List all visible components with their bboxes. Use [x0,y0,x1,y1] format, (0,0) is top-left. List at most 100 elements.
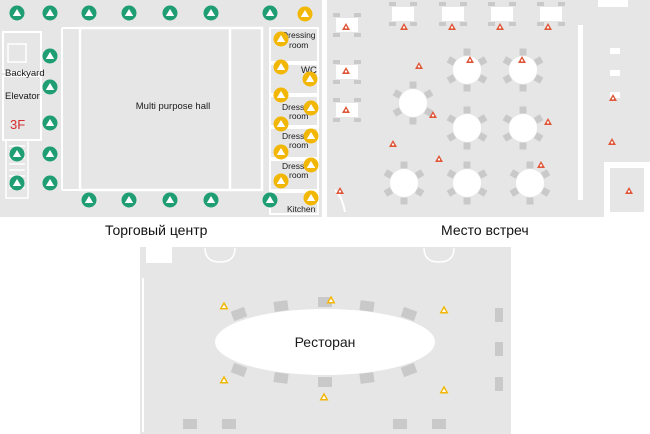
stairs [5,139,29,199]
backyard-room [2,31,42,73]
red-dot-triangle-icon [415,62,423,69]
chair [318,377,332,387]
green-markers [9,5,278,208]
label-dressing-4: Dressing [282,161,316,171]
plan-restaurant: Ресторан [140,247,511,434]
red-dot-triangle-icon [342,67,350,74]
up-arrow-circle-icon [42,115,58,131]
label-dressing-1: Dressing [282,30,316,40]
chair [230,362,248,378]
yellow-triangle-icon [303,157,319,173]
label-multi-purpose-hall: Multi purpose hall [136,101,210,112]
bottom-chair [432,419,446,429]
chair [273,372,289,384]
yellow-triangle-icon [273,31,289,47]
round-table [509,161,551,205]
plan2-room-corner-inner [610,168,644,212]
label-kitchen: Kitchen [287,204,316,214]
yellow-triangle-icon [303,190,319,206]
red-dot-triangle-icon [389,140,397,147]
red-dot-triangle-icon [625,187,633,194]
chair [400,362,418,378]
red-markers [336,23,633,194]
rect-table [537,2,565,26]
chair [400,306,418,322]
red-dot-triangle-icon [544,23,552,30]
right-rooms [269,27,319,215]
red-dot-triangle-icon [496,23,504,30]
multi-purpose-hall-outline [78,26,232,192]
label-room-3: room [289,140,308,150]
label-wc: WC [301,65,317,76]
elevator-shaft [7,43,27,63]
up-arrow-circle-icon [9,146,25,162]
red-dot-triangle-icon [435,155,443,162]
plan-meeting-place [327,0,650,217]
round-table [446,161,488,205]
red-dot-triangle-icon [608,138,616,145]
restaurant-yellow-markers [219,295,449,401]
yellow-triangle-icon [297,6,313,22]
label-dressing-2: Dressing [282,102,316,112]
yellow-triangle-icon [219,375,229,384]
chair [359,300,375,312]
up-arrow-circle-icon [9,5,25,21]
red-dot-triangle-icon [537,161,545,168]
red-dot-triangle-icon [400,23,408,30]
chair [359,372,375,384]
up-arrow-circle-icon [42,175,58,191]
bottom-chair [393,419,407,429]
up-arrow-circle-icon [81,5,97,21]
red-dot-triangle-icon [609,94,617,101]
chair [273,300,289,312]
plan3-door-right [423,247,455,263]
chair [318,297,332,307]
red-dot-triangle-icon [336,187,344,194]
red-dot-triangle-icon [342,106,350,113]
label-elevator: Elevator [5,91,40,102]
yellow-triangle-icon [303,100,319,116]
plan2-ledge-1 [610,48,620,54]
label-room-2: room [289,111,308,121]
yellow-triangle-icon [219,301,229,310]
chair [230,306,248,322]
hall-corridor-wall [61,27,80,191]
red-dot-triangle-icon [448,23,456,30]
restaurant-table [215,309,435,375]
red-dot-triangle-icon [342,23,350,30]
round-table [502,48,544,92]
up-arrow-circle-icon [121,192,137,208]
label-dressing-3: Dressing [282,131,316,141]
plan2-door-arc [334,189,346,213]
yellow-triangle-icon [273,59,289,75]
plan2-floor [327,0,650,217]
yellow-triangle-icon [273,173,289,189]
restaurant-chairs [183,297,503,429]
yellow-markers [273,6,319,206]
bottom-chair [222,419,236,429]
label-room-1: room [289,40,308,50]
label-room-4: room [289,170,308,180]
plan2-wall-vertical [578,25,583,200]
plan2-ledge-3 [610,92,620,98]
red-dot-triangle-icon [466,56,474,63]
side-chair [495,342,503,356]
label-backyard: Backyard [5,68,45,79]
side-chair [495,377,503,391]
up-arrow-circle-icon [9,175,25,191]
up-arrow-circle-icon [162,5,178,21]
up-arrow-circle-icon [203,192,219,208]
up-arrow-circle-icon [42,79,58,95]
bottom-chair [183,419,197,429]
rect-table [389,2,417,26]
label-restaurant: Ресторан [295,334,356,350]
side-chair [495,308,503,322]
yellow-triangle-icon [439,305,449,314]
red-dot-triangle-icon [518,56,526,63]
yellow-triangle-icon [273,87,289,103]
round-table [383,161,425,205]
meeting-furniture [333,2,565,205]
plan3-door-left [204,247,236,263]
rect-table [439,2,467,26]
yellow-triangle-icon [319,392,329,401]
